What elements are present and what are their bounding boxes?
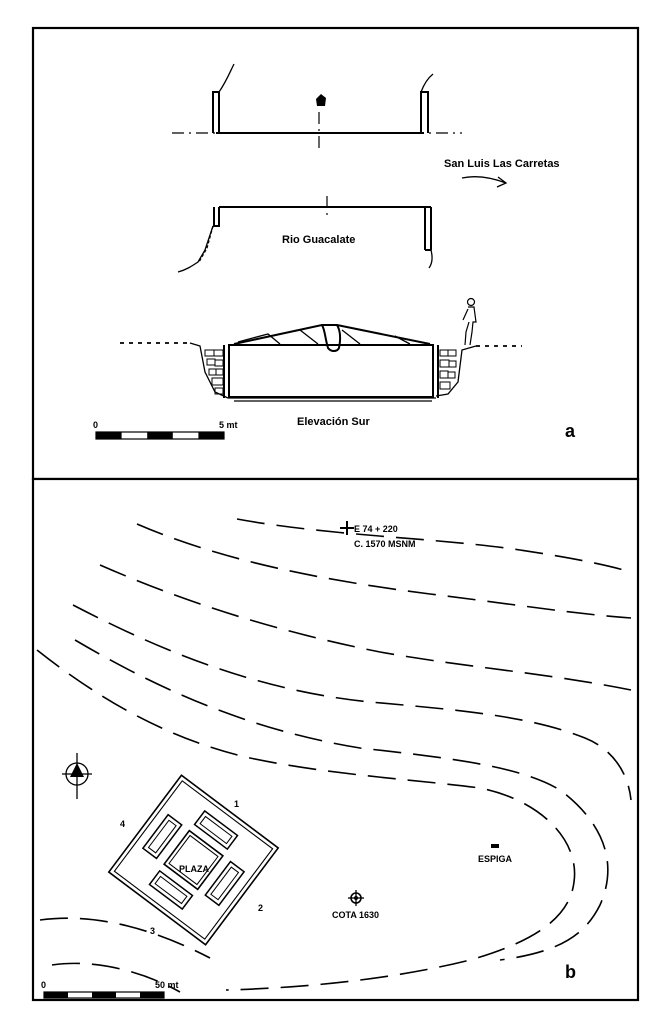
left-abutment-masonry — [204, 349, 224, 395]
bridge-south-elevation — [120, 297, 522, 402]
benchmark-label: E 74 + 220 — [354, 524, 398, 534]
cota-marker-icon — [348, 890, 364, 906]
mound-number-2: 2 — [258, 903, 263, 913]
river-label: Rio Guacalate — [282, 234, 355, 246]
plaza-label: PLAZA — [179, 864, 209, 874]
mound-4 — [141, 813, 183, 860]
mound-number-4: 4 — [120, 819, 125, 829]
benchmark-elevation: C. 1570 MSNM — [354, 539, 416, 549]
mound-number-1: 1 — [234, 799, 239, 809]
panel-b-letter: b — [565, 962, 576, 982]
mound-number-3: 3 — [150, 926, 155, 936]
espiga-label: ESPIGA — [478, 854, 513, 864]
panel-a-frame — [31, 26, 640, 481]
contour-lines — [36, 518, 632, 993]
direction-arrow-icon — [461, 176, 508, 188]
benchmark-marker: E 74 + 220 C. 1570 MSNM — [340, 521, 416, 549]
north-arrow-icon — [62, 753, 92, 799]
north-arrow-small — [316, 94, 326, 106]
panel-a-letter: a — [565, 421, 576, 441]
elevation-label: Elevación Sur — [297, 416, 370, 428]
plaza-square — [162, 829, 225, 891]
scale-bar-b: 0 50 mt — [41, 980, 179, 999]
cota-label: COTA 1630 — [332, 910, 379, 920]
plaza-complex — [107, 774, 280, 946]
mound-1 — [193, 809, 239, 851]
bridge-plan-view — [172, 63, 462, 148]
right-abutment-masonry — [439, 349, 457, 390]
espiga-marker — [491, 844, 499, 848]
scale-bar-a: 0 5 mt — [93, 420, 238, 440]
panel-a: San Luis Las Carretas Rio Guacalate — [31, 26, 640, 481]
mound-3 — [148, 869, 194, 911]
scale-a-end: 5 mt — [219, 420, 238, 430]
bridge-section-view — [177, 196, 433, 273]
scale-a-start: 0 — [93, 420, 98, 430]
human-scale-figure — [462, 297, 477, 346]
mound-2 — [204, 860, 246, 907]
scale-b-start: 0 — [41, 980, 46, 990]
scale-b-end: 50 mt — [155, 980, 179, 990]
direction-label: San Luis Las Carretas — [444, 158, 560, 170]
panel-b: E 74 + 220 C. 1570 MSNM — [31, 477, 640, 1002]
panel-b-frame — [31, 477, 640, 1002]
